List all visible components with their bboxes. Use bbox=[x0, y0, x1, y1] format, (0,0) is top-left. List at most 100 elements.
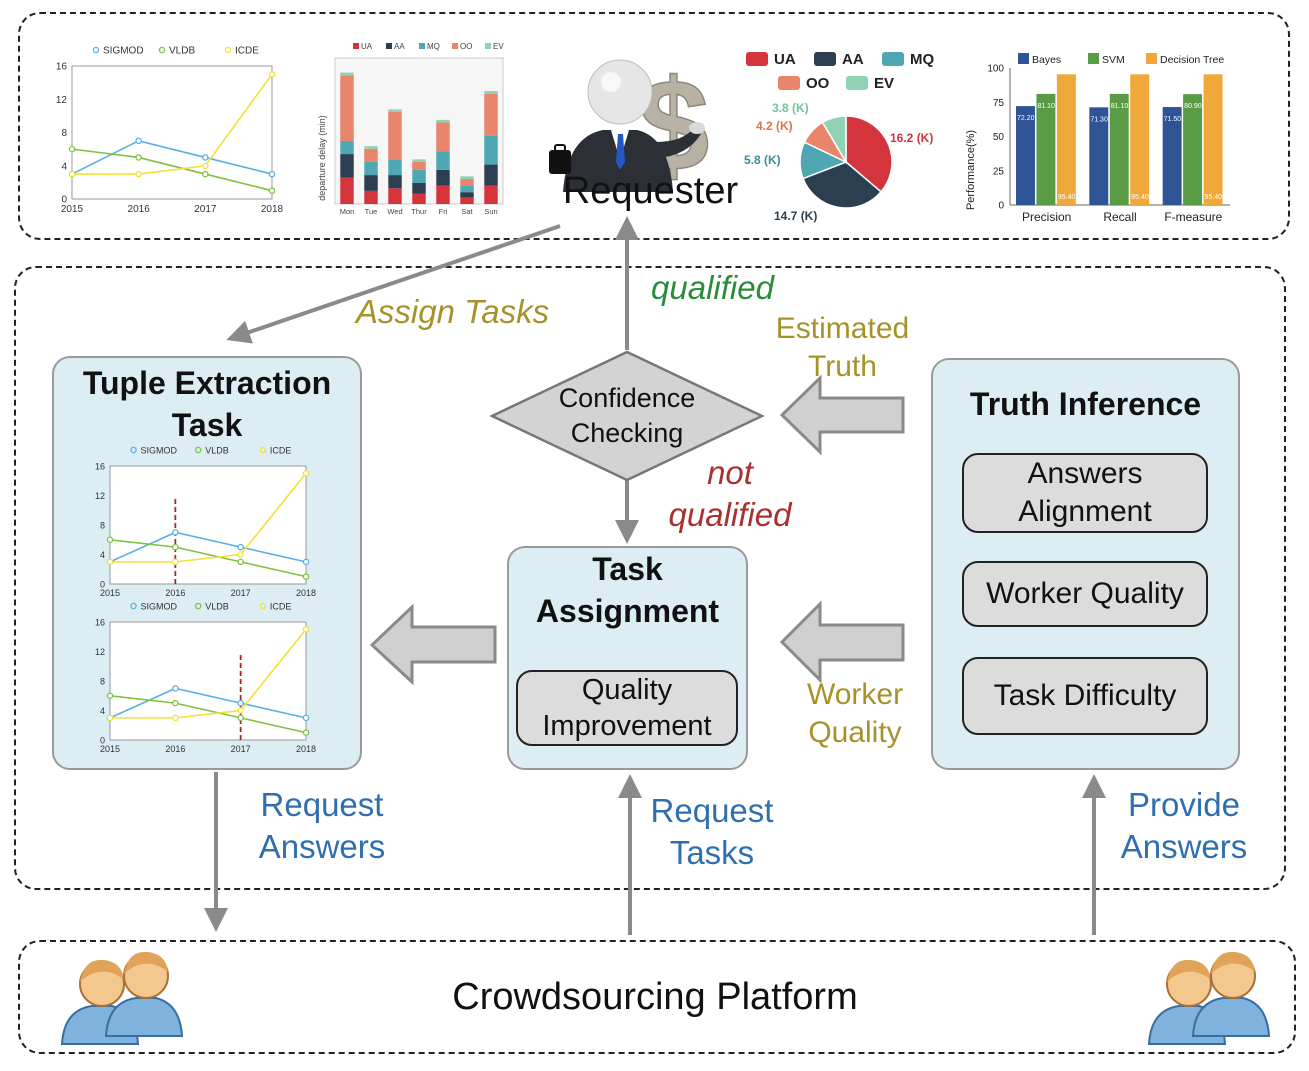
stacked-xtick: Thur bbox=[411, 207, 427, 216]
system-region bbox=[14, 266, 1286, 890]
quality-improvement-line1: Quality bbox=[581, 674, 673, 706]
estimated-truth-label: Estimated Truth bbox=[760, 310, 925, 386]
requester-label: Requester bbox=[562, 170, 739, 212]
stacked-bar-segment bbox=[460, 185, 474, 193]
bar-value-label: 95.40 bbox=[1131, 194, 1149, 201]
top-line-point bbox=[202, 162, 209, 170]
bar-xtick: Precision bbox=[1022, 210, 1071, 224]
tuple1-point bbox=[237, 558, 244, 566]
stacked-bar-segment bbox=[412, 161, 426, 170]
tuple2-legend-marker bbox=[259, 602, 267, 610]
pie-slice-label: 16.2 (K) bbox=[890, 131, 933, 145]
tuple2-xtick: 2017 bbox=[231, 744, 251, 754]
tuple1-legend-label: ICDE bbox=[270, 446, 292, 456]
bar-xtick: F-measure bbox=[1164, 210, 1222, 224]
answers-alignment-box: Answers Alignment bbox=[962, 453, 1208, 533]
top-line-ytick: 4 bbox=[61, 161, 67, 172]
tuple2-xtick: 2016 bbox=[165, 744, 185, 754]
tuple2-point bbox=[106, 714, 114, 722]
top-line-point bbox=[135, 170, 142, 178]
top-line-point bbox=[135, 154, 142, 161]
answers-alignment-line1: Answers bbox=[1027, 457, 1143, 490]
top-line-xtick: 2015 bbox=[61, 204, 84, 215]
stacked-legend-swatch bbox=[419, 43, 425, 49]
bar-value-label: 95.40 bbox=[1205, 194, 1223, 201]
provide-answers-line1: Provide bbox=[1128, 786, 1240, 823]
tuple1-point bbox=[302, 558, 310, 566]
stacked-xtick: Wed bbox=[387, 207, 402, 216]
bar-rect bbox=[1109, 93, 1129, 205]
stacked-bar-segment bbox=[460, 176, 474, 180]
bar-legend-label: SVM bbox=[1102, 54, 1125, 66]
tuple1-point bbox=[106, 536, 114, 544]
assignment-to-tuple-block-arrow bbox=[369, 603, 497, 686]
tuple1-series-line bbox=[109, 538, 307, 578]
confidence-diamond bbox=[489, 350, 765, 482]
stacked-bar-segment bbox=[388, 188, 402, 204]
bar-legend-swatch bbox=[1018, 53, 1029, 64]
pie-legend-label: MQ bbox=[910, 51, 934, 68]
request-answers-line2: Answers bbox=[258, 828, 386, 865]
stacked-bar-segment bbox=[484, 164, 498, 186]
answers-alignment-line2: Alignment bbox=[1018, 495, 1152, 528]
requester-region bbox=[18, 12, 1290, 240]
stacked-bar-segment bbox=[364, 161, 378, 176]
tuple2-point bbox=[237, 699, 244, 707]
tuple2-point bbox=[237, 714, 244, 722]
tuple2-point bbox=[172, 685, 179, 692]
tuple2-point bbox=[237, 707, 244, 714]
pie-legend-swatch bbox=[746, 52, 768, 66]
top-line-series-line bbox=[71, 139, 273, 175]
request-tasks-line1: Request bbox=[650, 792, 774, 829]
estimated-truth-line1: Estimated bbox=[775, 312, 910, 345]
pie-legend-label: UA bbox=[774, 51, 796, 68]
pie-legend-label: AA bbox=[842, 51, 864, 68]
stacked-bar-segment bbox=[364, 148, 378, 162]
task-difficulty-box: Task Difficulty bbox=[962, 657, 1208, 735]
worker-quality-line2: Quality bbox=[808, 716, 902, 749]
estimated-truth-block-arrow bbox=[779, 374, 905, 456]
tuple1-xtick: 2018 bbox=[296, 588, 316, 598]
stacked-bar-segment bbox=[436, 169, 450, 186]
tuple-extraction-title: Tuple Extraction Task bbox=[52, 362, 362, 446]
stacked-bar-segment bbox=[484, 90, 498, 94]
stacked-bar-segment bbox=[388, 159, 402, 176]
top-line-ytick: 16 bbox=[56, 62, 68, 73]
top-line-ytick: 12 bbox=[56, 95, 68, 106]
pie-legend-label: OO bbox=[806, 75, 830, 92]
tuple2-legend-marker bbox=[194, 602, 202, 610]
bar-rect bbox=[1056, 74, 1076, 205]
pie-legend-swatch bbox=[814, 52, 836, 66]
top-line-series-line bbox=[71, 148, 273, 192]
tuple2-legend-marker bbox=[130, 602, 137, 610]
pie-slice-label: 5.8 (K) bbox=[744, 153, 781, 167]
stacked-bar-segment bbox=[412, 193, 426, 204]
bar-rect bbox=[1016, 106, 1035, 205]
bar-rect bbox=[1183, 94, 1203, 205]
pie-slice-label: 14.7 (K) bbox=[774, 209, 817, 223]
bar-rect bbox=[1203, 74, 1223, 205]
stacked-xtick: Fri bbox=[439, 207, 448, 216]
stacked-bar-segment bbox=[412, 182, 426, 194]
platform-region bbox=[18, 940, 1296, 1054]
tuple1-ytick: 12 bbox=[95, 491, 105, 501]
request-answers-line1: Request bbox=[260, 786, 384, 823]
stacked-bar-segment bbox=[340, 177, 354, 204]
task-assignment-title: Task Assignment bbox=[507, 548, 748, 632]
bar-rect bbox=[1130, 74, 1150, 205]
tuple1-xtick: 2016 bbox=[165, 588, 185, 598]
pie-slice bbox=[802, 161, 883, 209]
stacked-xtick: Mon bbox=[340, 207, 355, 216]
request-tasks-label: Request Tasks bbox=[622, 790, 802, 874]
tuple1-point bbox=[172, 543, 179, 551]
tuple1-series-line bbox=[110, 472, 307, 563]
stacked-bar-segment bbox=[364, 146, 378, 149]
tuple2-xtick: 2015 bbox=[100, 744, 120, 754]
stacked-legend-swatch bbox=[353, 43, 359, 49]
tuple1-ytick: 0 bbox=[100, 580, 105, 590]
provide-answers-label: Provide Answers bbox=[1094, 784, 1274, 868]
pie-slice bbox=[821, 115, 847, 165]
worker-quality-box: Worker Quality bbox=[962, 561, 1208, 627]
